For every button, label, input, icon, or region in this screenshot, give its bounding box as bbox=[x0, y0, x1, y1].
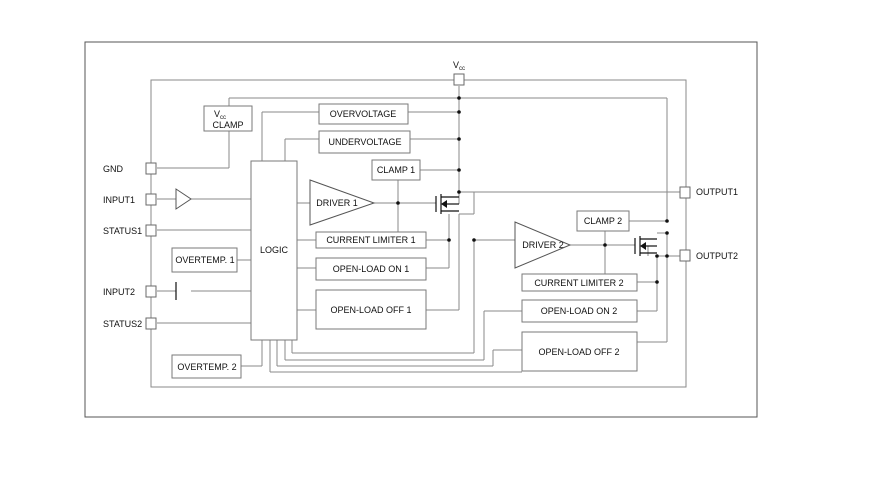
pin-output1 bbox=[679, 186, 691, 199]
driver1-label: DRIVER 1 bbox=[316, 198, 358, 208]
outer-frame bbox=[84, 41, 758, 418]
open-load-off2-block bbox=[521, 331, 638, 372]
undervoltage-block bbox=[318, 130, 411, 154]
undervoltage-label: UNDERVOLTAGE bbox=[328, 137, 401, 147]
status2-label: STATUS2 bbox=[103, 319, 142, 329]
logic-block bbox=[250, 160, 298, 341]
pin-input2 bbox=[145, 285, 157, 298]
open-load-off1-label: OPEN-LOAD OFF 1 bbox=[330, 305, 411, 315]
driver1-block bbox=[309, 179, 376, 226]
clamp1-block bbox=[371, 159, 421, 181]
gnd-label: GND bbox=[103, 164, 124, 174]
overtemp1-block bbox=[171, 247, 238, 273]
vcc-clamp-label-bottom: CLAMP bbox=[212, 120, 243, 130]
junction-dots bbox=[396, 96, 669, 284]
vcc-clamp-block bbox=[203, 105, 253, 132]
open-load-off2-label: OPEN-LOAD OFF 2 bbox=[538, 347, 619, 357]
driver2-block bbox=[514, 221, 572, 269]
current-limiter2-block bbox=[521, 273, 638, 292]
open-load-off1-block bbox=[315, 289, 427, 330]
clamp2-block bbox=[576, 210, 630, 232]
output2-label: OUTPUT2 bbox=[696, 251, 738, 261]
vcc-clamp-label-top: Vcc bbox=[214, 109, 226, 121]
driver2-label: DRIVER 2 bbox=[522, 240, 564, 250]
pin-output2 bbox=[679, 249, 691, 262]
pin-status1 bbox=[145, 224, 157, 237]
open-load-on1-label: OPEN-LOAD ON 1 bbox=[333, 264, 410, 274]
output1-label: OUTPUT1 bbox=[696, 187, 738, 197]
current-limiter1-block bbox=[315, 231, 427, 249]
pin-input1 bbox=[145, 193, 157, 206]
mosfet-2-symbol bbox=[634, 236, 657, 256]
logic-label: LOGIC bbox=[260, 245, 289, 255]
input1-buffer-symbol bbox=[175, 188, 192, 210]
open-load-on2-block bbox=[521, 299, 638, 323]
clamp2-label: CLAMP 2 bbox=[584, 216, 622, 226]
pin-gnd bbox=[145, 162, 157, 175]
input2-label: INPUT2 bbox=[103, 287, 135, 297]
overtemp1-label: OVERTEMP. 1 bbox=[175, 255, 234, 265]
overvoltage-block bbox=[318, 103, 409, 125]
vcc-label: Vcc bbox=[453, 60, 465, 72]
current-limiter1-label: CURRENT LIMITER 1 bbox=[326, 235, 415, 245]
pin-vcc bbox=[453, 73, 465, 86]
overtemp2-label: OVERTEMP. 2 bbox=[177, 362, 236, 372]
open-load-on1-block bbox=[315, 257, 427, 281]
clamp1-label: CLAMP 1 bbox=[377, 165, 415, 175]
overvoltage-label: OVERVOLTAGE bbox=[330, 109, 397, 119]
overtemp2-block bbox=[171, 354, 242, 379]
status1-label: STATUS1 bbox=[103, 226, 142, 236]
pin-status2 bbox=[145, 317, 157, 330]
current-limiter2-label: CURRENT LIMITER 2 bbox=[534, 278, 623, 288]
open-load-on2-label: OPEN-LOAD ON 2 bbox=[541, 306, 618, 316]
mosfet-1-symbol bbox=[435, 194, 459, 214]
input1-label: INPUT1 bbox=[103, 195, 135, 205]
